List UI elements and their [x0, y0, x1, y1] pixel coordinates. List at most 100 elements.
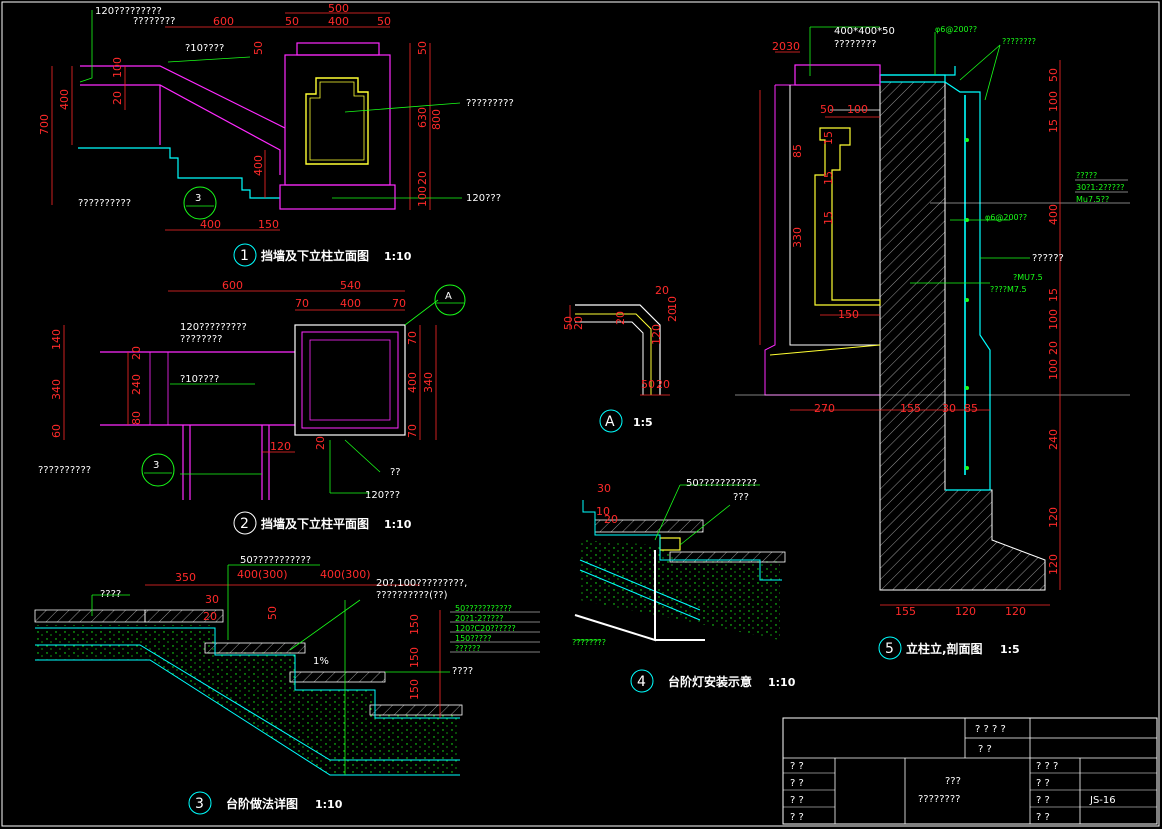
v4-note-a: 50???????????	[686, 478, 757, 489]
v1-note-f: ??????????	[78, 198, 131, 209]
v3-dim-150c: 150	[408, 679, 421, 700]
v2-title-number: 2	[240, 516, 249, 532]
v2-dim-20a: 20	[130, 346, 143, 360]
v2-callout-a: A	[445, 291, 452, 302]
v4-note-b: ???	[733, 492, 749, 503]
v1-dim-150b: 150	[258, 218, 279, 231]
v5-dim-400r: 400	[1047, 204, 1060, 225]
v2-dim-400: 400	[340, 297, 361, 310]
v1-dim-600: 600	[213, 15, 234, 28]
v1-dim-50b: 50	[377, 15, 391, 28]
v2-dim-540: 540	[340, 279, 361, 292]
v1-dim-100rr: 100	[416, 186, 429, 207]
v1-dim-700: 700	[38, 114, 51, 135]
va-dim-50a: 50	[562, 316, 575, 330]
v2-callout-ref: 3	[153, 460, 159, 471]
v2-scale: 1:10	[384, 518, 412, 531]
va-dim-120: 120	[650, 324, 663, 345]
v5-dim-85b: 85	[964, 402, 978, 415]
v2-dim-240: 240	[130, 374, 143, 395]
v2-note-e: 120???	[365, 490, 400, 501]
v5-dim-85: 85	[791, 144, 804, 158]
v3-note-e: ????	[452, 666, 473, 677]
tb-cell-4: ? ?	[790, 778, 804, 789]
v5-dim-155b: 155	[895, 605, 916, 618]
view-5-section: 400*400*50 ???????? φ6@200?? ???????? ??…	[735, 25, 1130, 660]
v5-dim-15b: 15	[822, 171, 835, 185]
v5-dim-15r: 15	[1047, 119, 1060, 133]
v1-dim-400b: 400	[200, 218, 221, 231]
v3-dim-400a: 400(300)	[237, 568, 288, 581]
v5-note-d: ????????	[1002, 37, 1036, 46]
v3-layer-3: 120?C20??????	[455, 624, 516, 633]
v5-title: 立柱立,剖面图	[906, 641, 983, 656]
tb-cell-5: ? ?	[790, 795, 804, 806]
v3-layer-1: 50???????????	[455, 604, 512, 613]
v1-title-number: 1	[240, 248, 249, 264]
va-scale: 1:5	[633, 416, 653, 429]
v2-note-c: ?10????	[180, 374, 219, 385]
v1-dim-800: 800	[430, 109, 443, 130]
v1-dim-20rr: 20	[416, 171, 429, 185]
v4-dim-20: 20	[604, 513, 618, 526]
v1-note-a: 120?????????	[95, 6, 162, 17]
v5-dim-155: 155	[900, 402, 921, 415]
v5-dim-100r2: 100	[1047, 309, 1060, 330]
va-dim-20e: 20	[656, 378, 670, 391]
v5-dim-120r2: 120	[1047, 554, 1060, 575]
view-a-detail: 20 10 20 50 20 20 120 50 20 A 1:5	[562, 284, 679, 433]
v5-note-c: φ6@200??	[935, 25, 977, 34]
v5-note-i: ??????	[1032, 253, 1064, 264]
v1-dim-100v: 100	[111, 57, 124, 78]
v1-note-e: 120???	[466, 193, 501, 204]
view-3-steps: 350 400(300) 400(300) 30 20 50 150 150 1…	[34, 555, 540, 815]
v2-note-b: ????????	[180, 334, 222, 345]
v4-note-c: ????????	[572, 638, 606, 647]
v5-dim-120r: 120	[1047, 507, 1060, 528]
v2-dim-60: 60	[50, 424, 63, 438]
v3-layer-5: ??????	[455, 644, 480, 653]
va-dim-50b: 50	[641, 378, 655, 391]
v1-scale: 1:10	[384, 250, 412, 263]
v1-dim-50rr: 50	[416, 41, 429, 55]
tb-cell-6: ? ?	[790, 812, 804, 823]
v4-scale: 1:10	[768, 676, 796, 689]
v5-dim-2030: 2030	[772, 40, 800, 53]
v4-dim-30: 30	[597, 482, 611, 495]
v2-dim-80: 80	[130, 411, 143, 425]
v2-dim-20b: 20	[314, 436, 327, 450]
v3-dim-30: 30	[205, 593, 219, 606]
v2-dim-340: 340	[50, 379, 63, 400]
view-2-plan: A 3 600 540 70 400 70 140 340 60 20 240 …	[38, 279, 466, 535]
v3-dim-50: 50	[266, 606, 279, 620]
v2-dim-70a: 70	[295, 297, 309, 310]
v5-note-k: ????M7.5	[990, 285, 1027, 294]
v1-dim-630: 630	[416, 107, 429, 128]
v5-title-number: 5	[885, 641, 894, 657]
v1-dim-400v: 400	[58, 89, 71, 110]
tb-cell-10: ? ?	[1036, 812, 1050, 823]
v1-dim-20v: 20	[111, 91, 124, 105]
v3-layer-4: 150?????	[455, 634, 492, 643]
va-dim-10: 10	[666, 296, 679, 310]
tb-cell-8: ? ?	[1036, 778, 1050, 789]
v1-dim-50r: 50	[252, 41, 265, 55]
v2-dim-340v: 340	[422, 372, 435, 393]
v3-dim-150a: 150	[408, 614, 421, 635]
v3-dim-400b: 400(300)	[320, 568, 371, 581]
v4-dim-10: 10	[596, 505, 610, 518]
v1-dim-400: 400	[328, 15, 349, 28]
tb-cell-9: ? ?	[1036, 795, 1050, 806]
v1-callout-ref: 3	[195, 193, 201, 204]
v3-note-c: ??????????(??)	[376, 590, 448, 601]
v5-note-j: ?MU7.5	[1013, 273, 1043, 282]
v4-title-number: 4	[637, 674, 646, 690]
v1-dim-400r: 400	[252, 155, 265, 176]
v2-dim-600: 600	[222, 279, 243, 292]
v5-dim-150: 150	[838, 308, 859, 321]
v2-note-d: ??	[390, 467, 401, 478]
tb-drawing-number: JS-16	[1089, 795, 1116, 806]
